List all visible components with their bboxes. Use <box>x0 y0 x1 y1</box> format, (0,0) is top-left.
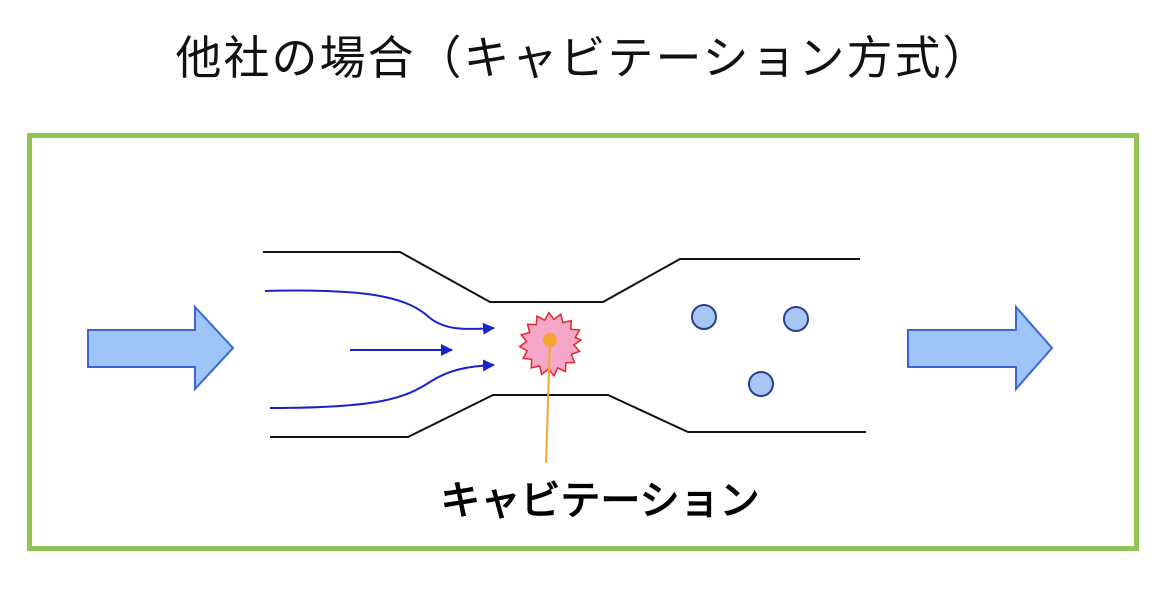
cavitation-leader-line <box>545 339 551 464</box>
page-title: 他社の場合（キャビテーション方式） <box>175 31 991 85</box>
diagram-frame <box>27 133 1139 551</box>
flow-line-top <box>264 289 495 335</box>
cavitation-label: キャビテーション <box>440 478 760 524</box>
inlet-arrow-icon <box>87 304 235 392</box>
outlet-arrow-icon <box>907 304 1054 392</box>
bubble <box>783 306 809 332</box>
flow-line-bottom <box>269 359 495 409</box>
bubble <box>691 304 717 330</box>
pipe-top-wall <box>263 251 860 303</box>
bubble <box>748 371 774 397</box>
pipe-bottom-wall <box>270 394 866 438</box>
